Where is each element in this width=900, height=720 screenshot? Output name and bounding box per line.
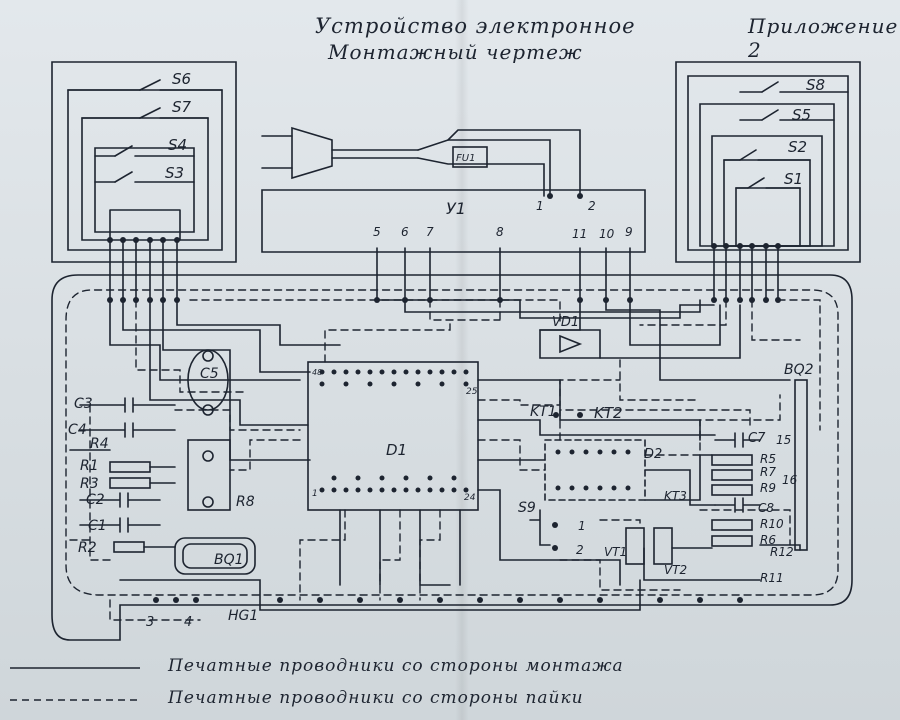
label-c8: C8 xyxy=(758,501,774,515)
label-y1-pin2: 2 xyxy=(588,199,596,213)
label-s1: S1 xyxy=(784,170,803,188)
label-d1-pin48: 48 xyxy=(312,368,322,377)
label-s8: S8 xyxy=(806,76,825,94)
label-r4: R4 xyxy=(90,436,109,452)
label-y1-pin11: 11 xyxy=(572,227,587,241)
label-c3: C3 xyxy=(74,396,93,412)
label-16: 16 xyxy=(782,473,798,487)
label-y1-pin1: 1 xyxy=(536,199,544,213)
label-r2: R2 xyxy=(78,540,97,556)
label-y1-pin8: 8 xyxy=(496,225,504,239)
board-outline xyxy=(51,274,853,641)
label-c5: C5 xyxy=(200,366,219,382)
label-c4: C4 xyxy=(68,422,87,438)
label-bq1: BQ1 xyxy=(214,552,244,568)
pads xyxy=(107,193,781,603)
label-r9: R9 xyxy=(760,481,776,495)
label-s9-pin1: 1 xyxy=(578,519,586,533)
drawing-title: Устройство электронное xyxy=(315,14,636,38)
label-c2: C2 xyxy=(86,492,105,508)
left-switch-frame-mid xyxy=(67,89,223,251)
label-c1: C1 xyxy=(88,518,107,534)
label-d1: D1 xyxy=(386,441,407,459)
label-bq2: BQ2 xyxy=(784,362,814,378)
label-3: 3 xyxy=(146,615,154,630)
legend-dashed-text: Печатные проводники со стороны пайки xyxy=(168,688,584,708)
label-d1-pin25: 25 xyxy=(466,387,478,397)
label-s5: S5 xyxy=(792,106,811,124)
d1-pins xyxy=(319,369,631,493)
label-kt1: KT1 xyxy=(530,404,557,420)
label-c7: C7 xyxy=(748,431,766,446)
label-y1-pin9: 9 xyxy=(625,225,633,239)
paper-fold xyxy=(455,0,469,720)
label-s3: S3 xyxy=(165,164,184,182)
drawing-subtitle: Монтажный чертеж xyxy=(328,40,583,64)
label-r7: R7 xyxy=(760,465,776,479)
label-y1: У1 xyxy=(446,199,466,218)
label-r12: R12 xyxy=(770,545,794,559)
label-d1-pin1: 1 xyxy=(312,489,318,499)
label-vt2: VT2 xyxy=(664,563,687,577)
label-s7: S7 xyxy=(172,98,192,116)
label-s2: S2 xyxy=(788,138,807,156)
label-s6: S6 xyxy=(172,70,191,88)
label-s9-pin2: 2 xyxy=(576,543,584,557)
label-r6: R6 xyxy=(760,533,776,547)
label-d1-pin24: 24 xyxy=(464,493,476,503)
label-y1-pin7: 7 xyxy=(426,225,434,239)
label-s9: S9 xyxy=(518,500,536,516)
label-r3: R3 xyxy=(80,476,99,492)
dashed-traces xyxy=(65,289,839,621)
appendix-label: Приложение 2 xyxy=(748,14,899,62)
label-r5: R5 xyxy=(760,452,776,466)
label-d2: D2 xyxy=(644,447,662,462)
solid-traces xyxy=(51,61,861,641)
label-hg1: HG1 xyxy=(228,608,258,624)
label-y1-pin10: 10 xyxy=(599,227,615,241)
label-15: 15 xyxy=(776,433,791,447)
label-r11: R11 xyxy=(760,571,784,585)
left-switch-frame-outer xyxy=(51,61,237,263)
label-kt2: KT2 xyxy=(594,404,623,422)
label-vd1: VD1 xyxy=(552,315,579,330)
label-r10: R10 xyxy=(760,517,784,531)
label-s4: S4 xyxy=(168,136,187,154)
label-kt3: KT3 xyxy=(664,489,687,503)
label-fu1: FU1 xyxy=(456,153,475,164)
label-y1-pin5: 5 xyxy=(373,225,381,239)
legend-solid-text: Печатные проводники со стороны монтажа xyxy=(168,656,624,676)
label-4: 4 xyxy=(184,615,192,630)
label-vt1: VT1 xyxy=(604,545,627,559)
label-y1-pin6: 6 xyxy=(401,225,409,239)
label-r8: R8 xyxy=(236,494,255,510)
chip-d1-outline xyxy=(307,361,479,511)
label-r1: R1 xyxy=(80,458,99,474)
